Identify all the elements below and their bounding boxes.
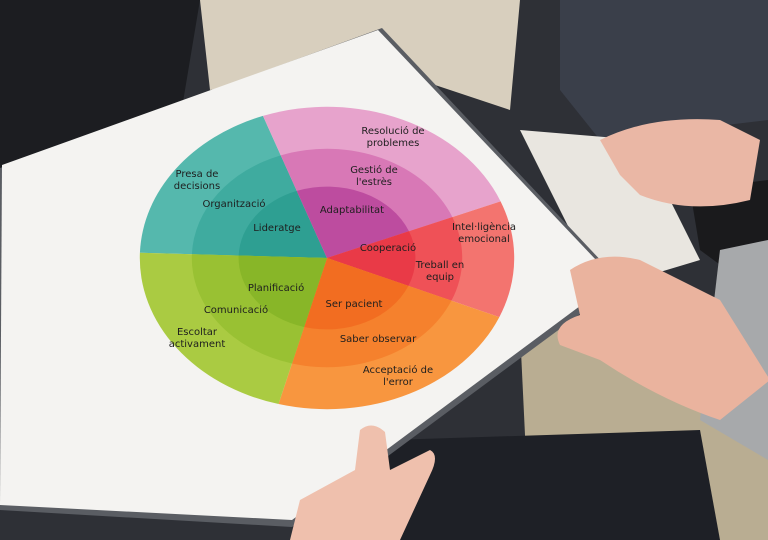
right-hand-top (600, 119, 760, 207)
skill-label-resolucio-de-problemes: Resolució de problemes (361, 126, 425, 149)
skill-label-cooperacio: Cooperació (359, 243, 417, 254)
wheel-segment-teal-ring-3 (238, 190, 327, 258)
skill-label-adaptabilitat: Adaptabilitat (319, 205, 385, 216)
skill-label-presa-de-decisions: Presa de decisions (173, 169, 221, 192)
skill-label-escoltar-activament: Escoltar activament (168, 327, 226, 350)
skill-label-intelligencia-emocional: Intel·ligència emocional (451, 222, 517, 245)
skill-label-ser-pacient: Ser pacient (325, 299, 383, 310)
wheel-segment-purple-ring-3 (296, 186, 409, 258)
skill-label-comunicacio: Comunicació (203, 305, 269, 316)
skill-label-organitzacio: Organització (202, 199, 266, 210)
wheel-segment-green-ring-3 (238, 255, 327, 327)
skill-label-planificacio: Planificació (247, 283, 305, 294)
jacket (560, 0, 768, 140)
skill-label-treball-en-equip: Treball en equip (415, 260, 465, 283)
left-hand (290, 425, 435, 540)
wheel-segment-orange-ring-3 (304, 258, 409, 330)
wheel-segment-red-ring-3 (327, 231, 416, 286)
right-hand (557, 256, 768, 420)
dark-jacket (380, 430, 720, 540)
skill-label-lideratge: Lideratge (253, 223, 301, 234)
skill-label-acceptacio-error: Acceptació de l'error (362, 365, 434, 388)
skill-label-gestio-estres: Gestió de l'estrès (350, 165, 398, 188)
skills-wheel (139, 106, 515, 410)
skill-label-saber-observar: Saber observar (339, 334, 417, 345)
